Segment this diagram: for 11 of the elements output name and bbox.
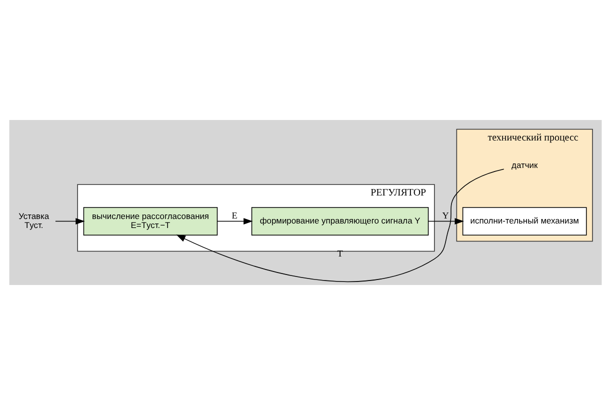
node-text: Уставка Tуст. bbox=[18, 210, 50, 230]
node-text: датчик bbox=[512, 160, 538, 170]
node-box: формирование управляющего сигнала Y bbox=[251, 207, 429, 236]
edge-label: Y bbox=[442, 210, 449, 221]
arrow bbox=[428, 218, 464, 225]
arrow bbox=[216, 218, 253, 225]
arrow bbox=[176, 168, 504, 282]
node-box: исполни-тельный механизм bbox=[462, 207, 587, 236]
edge-label: E bbox=[232, 210, 238, 221]
arrow bbox=[55, 218, 85, 225]
node-box: вычисление рассогласования E=Tуст.−T bbox=[83, 207, 218, 236]
